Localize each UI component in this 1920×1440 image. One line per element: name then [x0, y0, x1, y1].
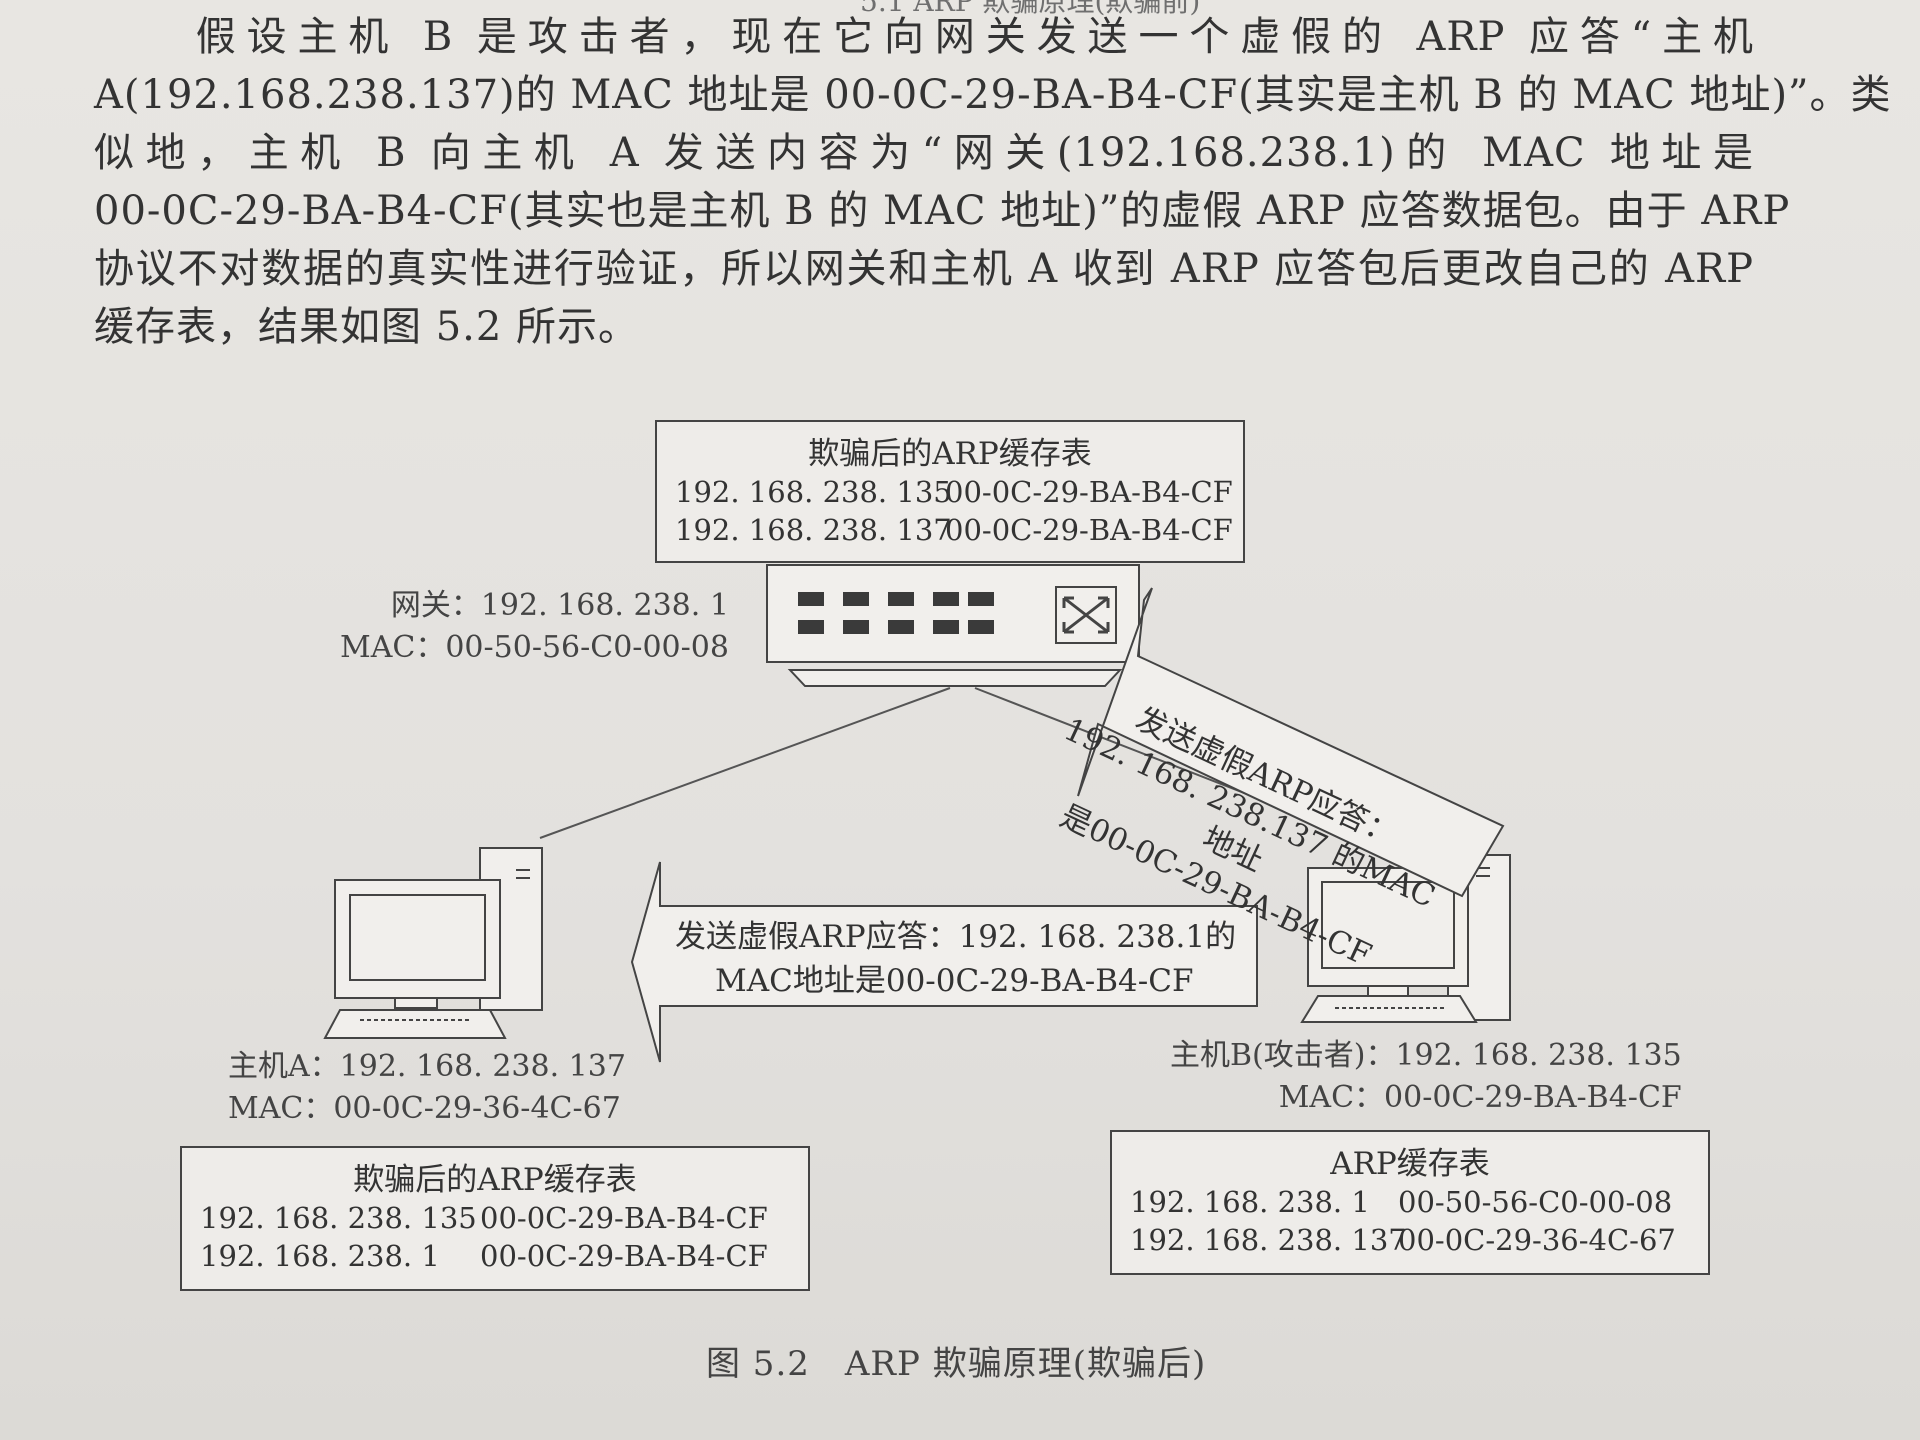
host-a-ip: 主机A：192. 168. 238. 137 — [228, 1049, 626, 1084]
paragraph-line: 协议不对数据的真实性进行验证，所以网关和主机 A 收到 ARP 应答包后更改自己… — [94, 246, 1754, 292]
table-title: 欺骗后的ARP缓存表 — [808, 436, 1092, 472]
ip-cell: 192. 168. 238. 1 — [200, 1239, 440, 1273]
mac-cell: 00-0C-29-BA-B4-CF — [480, 1239, 768, 1273]
host-b-arp-table: ARP缓存表 192. 168. 238. 1 00-50-56-C0-00-0… — [1110, 1130, 1710, 1275]
table-row: 192. 168. 238. 1 00-50-56-C0-00-08 — [1130, 1183, 1708, 1221]
table-title: 欺骗后的ARP缓存表 — [353, 1162, 637, 1198]
link-line-host-a — [539, 687, 951, 839]
arrow-line: MAC地址是00-0C-29-BA-B4-CF — [715, 963, 1194, 999]
table-title: ARP缓存表 — [1330, 1146, 1490, 1182]
paragraph-line: A(192.168.238.137)的 MAC 地址是 00-0C-29-BA-… — [94, 72, 1892, 118]
body-paragraph: 假设主机 B 是攻击者，现在它向网关发送一个虚假的 ARP 应答“主机 A(19… — [94, 8, 1892, 356]
gateway-label: 网关：192. 168. 238. 1 MAC：00-50-56-C0-00-0… — [340, 585, 729, 669]
table-row: 192. 168. 238. 137 00-0C-29-36-4C-67 — [1130, 1221, 1708, 1259]
ip-cell: 192. 168. 238. 137 — [675, 513, 952, 547]
host-b-label: 主机B(攻击者)：192. 168. 238. 135 MAC：00-0C-29… — [1170, 1035, 1682, 1119]
host-b-ip: 主机B(攻击者)：192. 168. 238. 135 — [1170, 1038, 1682, 1073]
gateway-mac: MAC：00-50-56-C0-00-08 — [340, 630, 729, 665]
mac-cell: 00-0C-29-BA-B4-CF — [945, 513, 1233, 547]
network-switch-icon — [766, 564, 1140, 687]
arrow-to-host-a-text: 发送虚假ARP应答：192. 168. 238.1的 MAC地址是00-0C-2… — [675, 915, 1236, 1003]
mac-cell: 00-50-56-C0-00-08 — [1398, 1185, 1673, 1219]
figure-caption: 图 5.2 ARP 欺骗原理(欺骗后) — [706, 1344, 1207, 1384]
host-a-mac: MAC：00-0C-29-36-4C-67 — [228, 1091, 621, 1126]
ip-cell: 192. 168. 238. 137 — [1130, 1223, 1407, 1257]
table-row: 192. 168. 238. 137 00-0C-29-BA-B4-CF — [675, 511, 1243, 549]
arrow-to-host-a — [630, 861, 1258, 1063]
arrow-line: 发送虚假ARP应答：192. 168. 238.1的 — [675, 919, 1237, 955]
table-row: 192. 168. 238. 1 00-0C-29-BA-B4-CF — [200, 1237, 808, 1275]
ip-cell: 192. 168. 238. 135 — [200, 1201, 477, 1235]
ip-cell: 192. 168. 238. 1 — [1130, 1185, 1370, 1219]
gateway-arp-table: 欺骗后的ARP缓存表 192. 168. 238. 135 00-0C-29-B… — [655, 420, 1245, 563]
paragraph-line: 假设主机 B 是攻击者，现在它向网关发送一个虚假的 ARP 应答“主机 — [94, 14, 1754, 60]
mac-cell: 00-0C-29-36-4C-67 — [1398, 1223, 1676, 1257]
desktop-computer-icon — [323, 847, 543, 1039]
paragraph-line: 00-0C-29-BA-B4-CF(其实也是主机 B 的 MAC 地址)”的虚假… — [94, 188, 1791, 234]
gateway-ip: 网关：192. 168. 238. 1 — [390, 588, 729, 623]
paragraph-line: 缓存表，结果如图 5.2 所示。 — [94, 304, 640, 350]
host-a-arp-table: 欺骗后的ARP缓存表 192. 168. 238. 135 00-0C-29-B… — [180, 1146, 810, 1291]
mac-cell: 00-0C-29-BA-B4-CF — [945, 475, 1233, 509]
host-a-label: 主机A：192. 168. 238. 137 MAC：00-0C-29-36-4… — [228, 1046, 626, 1130]
mac-cell: 00-0C-29-BA-B4-CF — [480, 1201, 768, 1235]
paragraph-line: 似地，主机 B 向主机 A 发送内容为“网关(192.168.238.1)的 M… — [94, 130, 1754, 176]
previous-caption-fragment: 5.1 ARP 欺骗原理(欺骗前) — [860, 0, 1201, 18]
table-row: 192. 168. 238. 135 00-0C-29-BA-B4-CF — [200, 1199, 808, 1237]
ip-cell: 192. 168. 238. 135 — [675, 475, 952, 509]
host-b-mac: MAC：00-0C-29-BA-B4-CF — [1278, 1080, 1682, 1115]
table-row: 192. 168. 238. 135 00-0C-29-BA-B4-CF — [675, 473, 1243, 511]
desktop-computer-icon — [1300, 854, 1511, 1023]
